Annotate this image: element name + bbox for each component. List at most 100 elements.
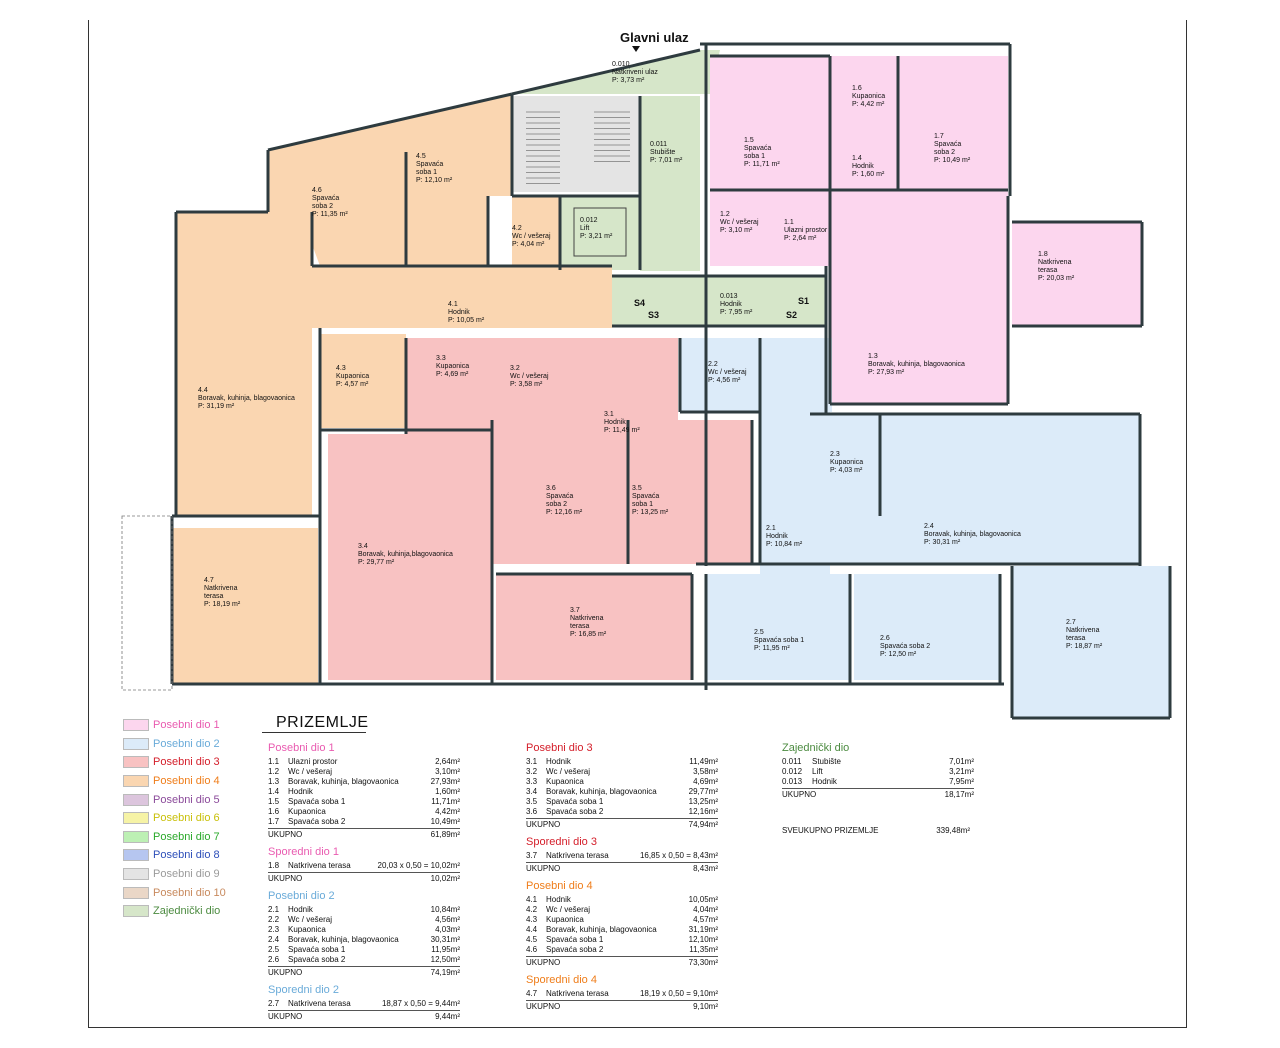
- room-fill: [172, 528, 318, 684]
- room-area: 4,56m²: [435, 915, 460, 924]
- room-name: Natkrivena terasa: [288, 861, 351, 870]
- group-title: Posebni dio 3: [526, 742, 593, 754]
- room-number: 4.7: [526, 989, 538, 998]
- room-number: 2.2: [268, 915, 280, 924]
- room-number: 4.2: [526, 905, 538, 914]
- room-number: 1.7: [268, 817, 280, 826]
- walls: [121, 42, 1172, 720]
- room-name: Boravak, kuhinja, blagovaonica: [546, 787, 657, 796]
- sheet-border-right: [1186, 20, 1187, 1028]
- room-number: 0.013: [782, 777, 803, 786]
- room-area: 18,19 x 0,50 = 9,10m²: [639, 989, 718, 998]
- legend-swatch: [123, 756, 149, 769]
- legend-swatch: [123, 793, 149, 806]
- room-fill: [830, 190, 1008, 404]
- room-name: Spavaća soba 1: [546, 797, 604, 806]
- room-number: 0.012: [782, 767, 803, 776]
- total-label: UKUPNO: [526, 820, 561, 829]
- room-number: 4.4: [526, 925, 538, 934]
- legend-swatch: [123, 737, 149, 750]
- room-name: Wc / vešeraj: [288, 767, 333, 776]
- legend-swatch: [123, 905, 149, 918]
- room-number: 3.2: [526, 767, 538, 776]
- room-fills: [172, 50, 1170, 718]
- room-area: 7,01m²: [949, 757, 974, 766]
- room-area: 20,03 x 0,50 = 10,02m²: [377, 861, 461, 870]
- room-name: Spavaća soba 1: [288, 945, 346, 954]
- group-title: Sporedni dio 3: [526, 836, 597, 848]
- room-name: Natkrivena terasa: [288, 999, 351, 1008]
- room-fill: [710, 190, 830, 266]
- legend-label: Posebni dio 2: [153, 737, 220, 750]
- total-label: UKUPNO: [782, 790, 817, 799]
- legend-item: Posebni dio 6: [123, 809, 233, 828]
- room-area: 10,05m²: [688, 895, 718, 904]
- total-label: UKUPNO: [526, 864, 561, 873]
- legend-item: Posebni dio 1: [123, 716, 233, 735]
- room-number: 4.1: [526, 895, 538, 904]
- room-fill: [328, 434, 492, 680]
- room-fill: [312, 266, 612, 328]
- room-number: 1.3: [268, 777, 280, 786]
- wall: [267, 92, 513, 152]
- schedule-row: 1.8 Natkrivena terasa 20,03 x 0,50 = 10,02…: [268, 861, 460, 871]
- room-number: 4.6: [526, 945, 538, 954]
- group-title: Sporedni dio 1: [268, 846, 339, 858]
- room-area: 3,21m²: [949, 767, 974, 776]
- group-title: Posebni dio 4: [526, 880, 593, 892]
- room-name: Stubište: [812, 757, 841, 766]
- room-fill: [512, 96, 640, 192]
- room-number: 1.1: [268, 757, 280, 766]
- room-area: 16,85 x 0,50 = 8,43m²: [639, 851, 718, 860]
- room-area: 11,95m²: [431, 945, 460, 954]
- room-number: 1.8: [268, 861, 280, 870]
- room-name: Spavaća soba 2: [546, 807, 604, 816]
- schedule-row: 3.6 Spavaća soba 2 12,16m²: [526, 807, 718, 817]
- room-fill: [492, 420, 752, 564]
- legend-item: Posebni dio 8: [123, 846, 233, 865]
- total-label: UKUPNO: [526, 958, 561, 967]
- room-number: 2.6: [268, 955, 280, 964]
- room-area: 4,57m²: [693, 915, 718, 924]
- room-name: Ulazni prostor: [288, 757, 338, 766]
- room-area: 12,10m²: [688, 935, 718, 944]
- legend-item: Posebni dio 10: [123, 883, 233, 902]
- legend-label: Posebni dio 10: [153, 886, 226, 899]
- room-name: Hodnik: [288, 787, 313, 796]
- grand-total-row: SVEUKUPNO PRIZEMLJE 339,48m²: [782, 826, 970, 835]
- group-title: Sporedni dio 2: [268, 984, 339, 996]
- room-area: 7,95m²: [949, 777, 974, 786]
- room-area: 12,16m²: [688, 807, 718, 816]
- room-number: 3.6: [526, 807, 538, 816]
- heading-underline: [262, 732, 366, 733]
- room-name: Wc / vešeraj: [288, 915, 333, 924]
